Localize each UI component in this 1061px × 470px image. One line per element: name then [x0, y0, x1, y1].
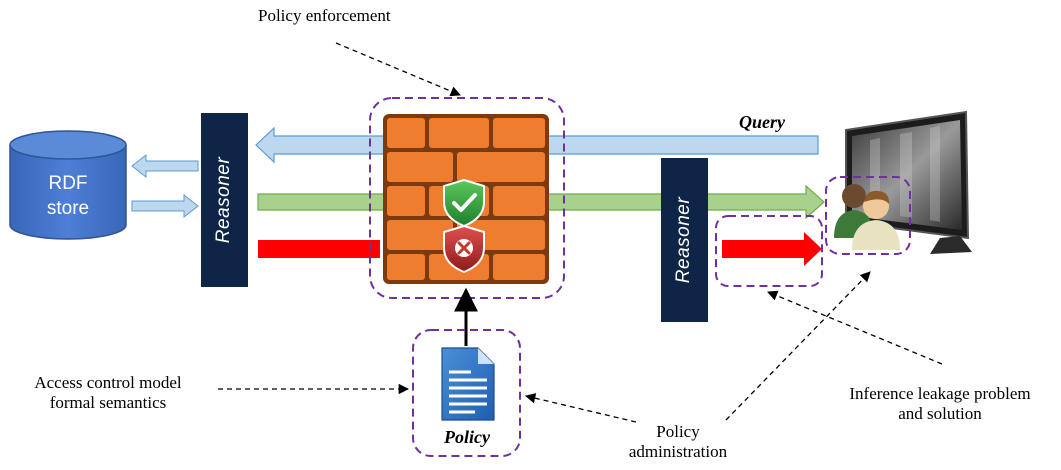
policy-admin-line2: administration: [628, 441, 728, 461]
reasoner-right-label: Reasoner: [673, 196, 695, 284]
inference-pointer: [767, 290, 943, 365]
users-icon: [834, 184, 900, 250]
policy-box: [412, 329, 521, 457]
enforcement-pointer: [335, 42, 461, 97]
rdf-store-label: RDF store: [20, 172, 116, 221]
rdf-store-label-line2: store: [46, 197, 90, 219]
access-control-line2: formal semantics: [49, 392, 167, 412]
check-shield-icon: [443, 178, 485, 228]
reasoner-left-label: Reasoner: [213, 156, 235, 244]
inference-box: [715, 215, 823, 287]
arrow-reasoner-to-store: [131, 153, 199, 179]
inference-label: Inference leakage problem and solution: [822, 384, 1058, 423]
policy-document-icon: [441, 347, 495, 421]
policy-admin-label: Policy administration: [608, 422, 748, 461]
access-control-label: Access control model formal semantics: [8, 373, 208, 412]
policy-admin-line1: Policy: [656, 422, 700, 441]
reasoner-right: Reasoner: [661, 158, 708, 322]
denied-arrow-left: [258, 240, 380, 258]
deny-shield-icon: [443, 224, 485, 274]
access-control-line1: Access control model: [34, 373, 182, 392]
cylinder-top: [9, 130, 127, 160]
policy-enforcement-label: Policy enforcement: [258, 6, 391, 25]
inference-line1: Inference leakage problem: [849, 384, 1031, 403]
policy-doc-label: Policy: [444, 427, 490, 447]
denied-arrow-right: [722, 232, 822, 266]
users-box: [825, 176, 911, 255]
admin-to-users-pointer: [725, 271, 871, 421]
reasoner-left: Reasoner: [201, 113, 248, 287]
admin-to-policy-pointer: [524, 393, 637, 423]
rdf-store: [9, 130, 127, 240]
rdf-store-label-line1: RDF: [48, 173, 88, 194]
arrow-store-to-reasoner: [131, 193, 199, 219]
inference-line2: and solution: [898, 403, 982, 423]
database-cylinder-icon: [9, 145, 127, 240]
query-label: Query: [739, 112, 785, 132]
